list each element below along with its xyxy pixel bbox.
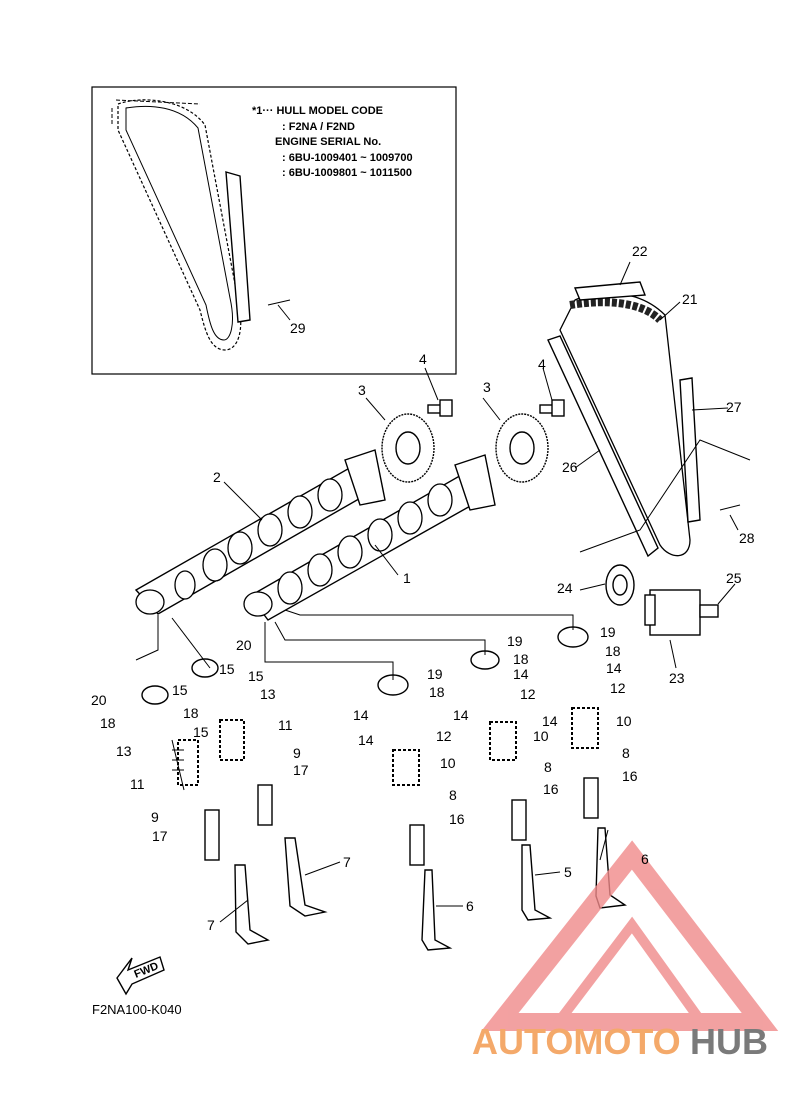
valve-set-4 bbox=[470, 650, 553, 921]
callout-7-left: 7 bbox=[207, 917, 215, 933]
callout-18-c: 18 bbox=[429, 684, 445, 700]
inset-header-line-5: : 6BU-1009801 ~ 1011500 bbox=[282, 167, 412, 179]
bolt-left-drawing bbox=[427, 399, 453, 417]
callout-6-left: 6 bbox=[466, 898, 474, 914]
callout-14-f: 14 bbox=[542, 713, 558, 729]
callout-14-d: 14 bbox=[453, 707, 469, 723]
callout-25: 25 bbox=[726, 570, 742, 586]
callout-22: 22 bbox=[632, 243, 648, 259]
callout-18-a: 18 bbox=[100, 715, 116, 731]
leader-line-24 bbox=[579, 439, 751, 553]
callout-19-b: 19 bbox=[507, 633, 523, 649]
callout-4-left: 4 bbox=[419, 351, 427, 367]
bolt-right-drawing bbox=[539, 399, 565, 417]
callout-5: 5 bbox=[564, 864, 572, 880]
callout-12-a: 12 bbox=[436, 728, 452, 744]
callout-17-left: 17 bbox=[152, 828, 168, 844]
inset-chain-drawing bbox=[111, 99, 291, 351]
callout-23: 23 bbox=[669, 670, 685, 686]
inset-header-line-2: : F2NA / F2ND bbox=[282, 121, 355, 133]
callout-12-b: 12 bbox=[520, 686, 536, 702]
callout-18-b: 18 bbox=[183, 705, 199, 721]
callout-8-c: 8 bbox=[622, 745, 630, 761]
callout-4-right: 4 bbox=[538, 356, 546, 372]
valve-train-drawing bbox=[135, 609, 627, 951]
callout-15-b: 15 bbox=[193, 724, 209, 740]
callout-28: 28 bbox=[739, 530, 755, 546]
callout-leaders bbox=[219, 261, 739, 923]
callout-14-e: 14 bbox=[606, 660, 622, 676]
chain-guide-drawing bbox=[547, 335, 701, 558]
inset-header-line-4: : 6BU-1009401 ~ 1009700 bbox=[282, 152, 413, 164]
callout-24: 24 bbox=[557, 580, 573, 596]
callout-26: 26 bbox=[562, 459, 578, 475]
callout-13-left: 13 bbox=[116, 743, 132, 759]
callout-18-d: 18 bbox=[513, 651, 529, 667]
callout-15-c: 15 bbox=[219, 661, 235, 677]
callout-3-left: 3 bbox=[358, 382, 366, 398]
inset-frame bbox=[91, 86, 457, 375]
callout-9-left: 9 bbox=[151, 809, 159, 825]
callout-20-right: 20 bbox=[236, 637, 252, 653]
callout-10-b: 10 bbox=[533, 728, 549, 744]
valve-set-1 bbox=[141, 685, 271, 945]
callout-15-a: 15 bbox=[172, 682, 188, 698]
callout-15-d: 15 bbox=[248, 668, 264, 684]
callout-3-right: 3 bbox=[483, 379, 491, 395]
inset-part-label: 29 bbox=[290, 320, 306, 336]
chain-guide-top bbox=[573, 281, 646, 301]
callout-16-b: 16 bbox=[543, 781, 559, 797]
callout-9-right: 9 bbox=[293, 745, 301, 761]
drawing-code: F2NA100-K040 bbox=[92, 1002, 182, 1017]
camshaft-1-drawing bbox=[243, 454, 496, 621]
callout-10-a: 10 bbox=[440, 755, 456, 771]
callout-1: 1 bbox=[403, 570, 411, 586]
inset-header-line-3: ENGINE SERIAL No. bbox=[275, 136, 381, 148]
gasket-drawing bbox=[605, 564, 635, 606]
sprocket-right-drawing bbox=[495, 413, 549, 483]
inset-header: *1··· HULL MODEL CODE : F2NA / F2ND ENGI… bbox=[252, 105, 413, 179]
callout-18-e: 18 bbox=[605, 643, 621, 659]
callout-20-left: 20 bbox=[91, 692, 107, 708]
fwd-arrow: FWD bbox=[116, 956, 165, 996]
valve-set-3 bbox=[377, 674, 453, 951]
inset-header-line-1: *1··· HULL MODEL CODE bbox=[252, 105, 383, 117]
callout-14-c: 14 bbox=[513, 666, 529, 682]
callout-10-c: 10 bbox=[616, 713, 632, 729]
callout-21: 21 bbox=[682, 291, 698, 307]
callout-7-right: 7 bbox=[343, 854, 351, 870]
callout-11-right: 11 bbox=[278, 717, 293, 733]
callout-17-right: 17 bbox=[293, 762, 309, 778]
callout-labels: 1 2 3 3 4 4 5 6 6 7 7 8 8 8 9 9 10 10 10… bbox=[91, 243, 755, 933]
pin-28 bbox=[719, 504, 741, 511]
callout-27: 27 bbox=[726, 399, 742, 415]
camshaft-2-drawing bbox=[134, 449, 386, 615]
sprocket-left-drawing bbox=[381, 413, 435, 483]
callout-8-b: 8 bbox=[544, 759, 552, 775]
callout-14-b: 14 bbox=[358, 732, 374, 748]
watermark-logo-icon bbox=[481, 840, 779, 1031]
callout-11-left: 11 bbox=[130, 776, 145, 792]
valve-set-2 bbox=[191, 658, 328, 917]
callout-2: 2 bbox=[213, 469, 221, 485]
callout-16-c: 16 bbox=[622, 768, 638, 784]
watermark-text-a: AUTOMOTO bbox=[472, 1021, 681, 1062]
callout-6-right: 6 bbox=[641, 851, 649, 867]
timing-chain-drawing bbox=[559, 281, 691, 557]
tensioner-drawing bbox=[644, 589, 719, 636]
callout-12-c: 12 bbox=[610, 680, 626, 696]
callout-16-a: 16 bbox=[449, 811, 465, 827]
callout-19-c: 19 bbox=[600, 624, 616, 640]
callout-14-a: 14 bbox=[353, 707, 369, 723]
watermark-text-b: HUB bbox=[690, 1021, 768, 1062]
callout-8-a: 8 bbox=[449, 787, 457, 803]
watermark-text: AUTOMOTO HUB bbox=[472, 1021, 768, 1062]
callout-19-a: 19 bbox=[427, 666, 443, 682]
callout-13-right: 13 bbox=[260, 686, 276, 702]
